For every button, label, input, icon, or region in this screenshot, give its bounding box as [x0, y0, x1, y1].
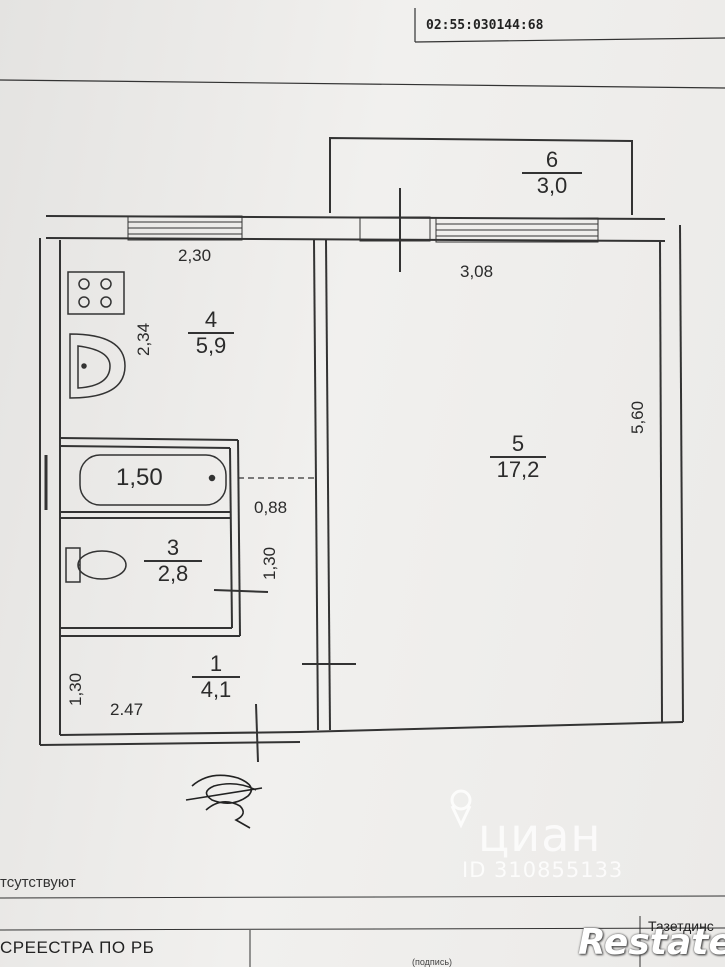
dim-bath-tub: 1,50 [116, 464, 163, 491]
room-area: 5,9 [195, 333, 227, 358]
room-4-label: 4 5,9 [188, 308, 234, 358]
brand-logo: Restate [578, 922, 725, 963]
room-area: 3,0 [536, 173, 568, 198]
cadastral-number: 02:55:030144:68 [426, 18, 544, 33]
room-number: 6 [522, 148, 582, 174]
signature-mark [185, 774, 263, 829]
dim-corridor-width: 0,88 [254, 498, 288, 517]
footer-note: тсутствуют [0, 874, 76, 891]
location-pin-icon [450, 789, 472, 829]
room-6-label: 6 3,0 [522, 148, 582, 198]
dim-toilet-side: 1,30 [260, 546, 279, 580]
watermark-name: циан [478, 808, 602, 862]
room-area: 17,2 [496, 457, 540, 482]
dim-living-top: 3,08 [460, 262, 494, 281]
sink-fixture [69, 333, 126, 399]
dim-kitchen-side: 2,34 [134, 322, 153, 356]
balcony-outline [329, 136, 633, 215]
room-number: 4 [188, 308, 234, 334]
footer-frame [0, 895, 725, 967]
room-number: 5 [490, 432, 546, 458]
bathroom-walls [59, 437, 315, 637]
footer-sign-caption: (подпись) [412, 957, 453, 967]
room-1-label: 1 4,1 [192, 652, 240, 702]
door-markers [44, 455, 356, 763]
dim-hall-side: 1,30 [66, 672, 85, 706]
outer-walls [39, 215, 684, 746]
room-area: 4,1 [200, 677, 232, 702]
dim-living-side: 5,60 [628, 400, 647, 434]
room-area: 2,8 [157, 561, 189, 586]
dim-kitchen-top: 2,30 [178, 246, 212, 265]
header-frame [0, 8, 725, 89]
room-3-label: 3 2,8 [144, 536, 202, 586]
watermark-id: ID 310855133 [462, 858, 624, 882]
windows [127, 188, 599, 272]
room-number: 3 [144, 536, 202, 562]
footer-registry: СРЕЕСТРА ПО РБ [0, 938, 155, 957]
dim-hall-length: 2.47 [110, 700, 144, 719]
room-5-label: 5 17,2 [490, 432, 546, 482]
stove-fixture [67, 271, 125, 315]
toilet-fixture [65, 547, 127, 583]
room-number: 1 [192, 652, 240, 678]
footer-name: Тазетдинс [648, 918, 714, 934]
bathtub-fixture [79, 454, 227, 506]
